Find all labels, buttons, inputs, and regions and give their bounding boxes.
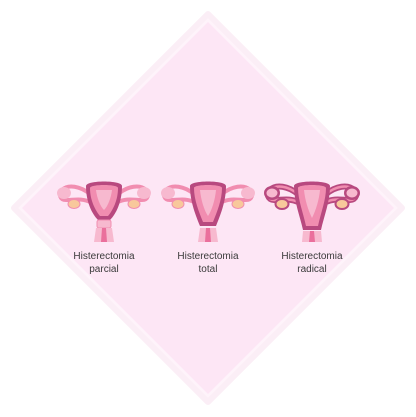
procedures-row: Histerectomia parcial Histerecto	[52, 176, 364, 276]
procedure-label-line1: Histerectomia	[281, 251, 343, 262]
procedure-label: Histerectomia total	[177, 250, 238, 276]
procedure-label-line2: radical	[297, 264, 327, 275]
procedure-label-line2: parcial	[89, 264, 119, 275]
procedure-radical: Histerectomia radical	[260, 176, 364, 276]
procedure-label: Histerectomia radical	[281, 250, 342, 276]
procedure-label-line1: Histerectomia	[177, 251, 239, 262]
uterus-total-hysterectomy-icon	[161, 181, 255, 242]
procedure-total: Histerectomia total	[156, 176, 260, 276]
uterus-partial-hysterectomy-icon	[57, 181, 151, 242]
procedure-label-line1: Histerectomia	[73, 251, 135, 262]
uterus-radical-hysterectomy-icon	[264, 181, 360, 242]
procedure-partial: Histerectomia parcial	[52, 176, 156, 276]
procedure-label: Histerectomia parcial	[73, 250, 134, 276]
procedure-label-line2: total	[198, 264, 218, 275]
